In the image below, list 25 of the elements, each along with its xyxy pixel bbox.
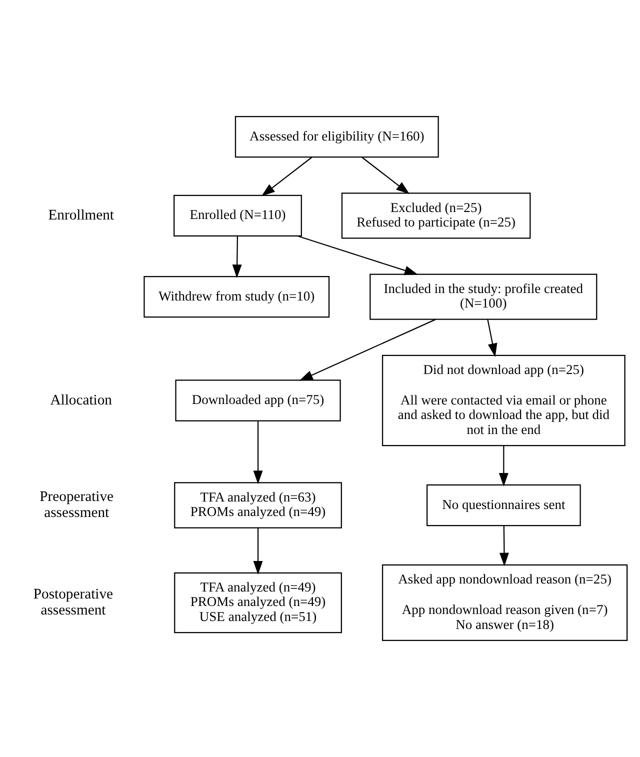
arrow — [498, 446, 508, 486]
arrow — [297, 235, 418, 276]
label: Preoperative assessment — [40, 489, 114, 521]
arrow — [253, 420, 263, 484]
arrow — [253, 528, 263, 575]
arrow — [232, 236, 242, 278]
node-box: TFA analyzed (n=49) PROMs analyzed (n=49) USE analyzed (n=51) — [174, 572, 342, 634]
label: Postoperative assessment — [33, 586, 114, 618]
node-box: Downloaded app (n=75) — [175, 380, 341, 422]
label: Allocation — [50, 392, 112, 408]
node-box: Excluded (n=25) Refused to participate (n=25) — [341, 192, 531, 239]
label: Enrollment — [48, 208, 114, 224]
arrow — [487, 319, 498, 357]
arrow — [261, 156, 312, 196]
node-box: Assessed for eligibility (N=160) — [234, 116, 439, 158]
node-box: Withdrew from study (n=10) — [144, 276, 330, 318]
arrow — [362, 156, 410, 194]
node-box: TFA analyzed (n=63) PROMs analyzed (n=49) — [174, 482, 342, 528]
arrow — [299, 318, 436, 381]
node-box: Asked app nondownload reason (n=25) App nondownload reason given (n=7) No answer (n=18) — [382, 564, 628, 642]
node-box: Included in the study: profile created (N=100) — [370, 274, 598, 320]
node-box: Enrolled (N=110) — [174, 194, 302, 237]
arrow — [499, 526, 509, 566]
node-box: Did not download app (n=25) All were contacted via email or phone and asked to download the app, but did not in the end — [382, 354, 626, 446]
node-box: No questionnaires sent — [426, 484, 581, 526]
